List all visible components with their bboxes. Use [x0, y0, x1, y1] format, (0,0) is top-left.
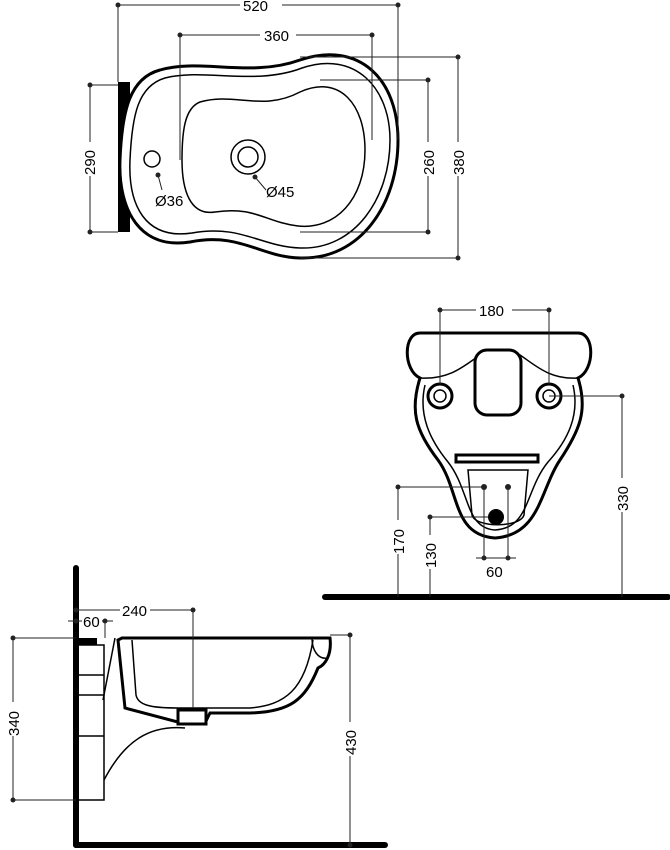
dim-290: 290 [82, 150, 99, 175]
dim-340: 340 [6, 711, 23, 736]
dim-60-side: 60 [83, 614, 100, 631]
dim-330: 330 [615, 486, 632, 511]
hole-45-outer [230, 139, 266, 175]
top-bowl [181, 86, 366, 228]
dim-60-rear: 60 [486, 564, 503, 581]
dim-170: 170 [391, 529, 408, 554]
hole-36-icon [143, 150, 161, 168]
hole-large-label: Ø45 [266, 184, 294, 201]
side-bowl [116, 636, 332, 725]
side-view: 240 60 340 430 [5, 565, 388, 848]
hole-small-label: Ø36 [155, 193, 183, 210]
hole-45-inner [237, 146, 259, 168]
dim-360: 360 [264, 28, 289, 45]
fixing-hole-left [426, 382, 454, 410]
dim-260: 260 [421, 150, 438, 175]
top-view: Ø36 Ø45 520 360 290 260 3 [82, 0, 468, 261]
top-outline [118, 53, 400, 260]
rear-view: 180 330 170 130 60 [322, 302, 670, 600]
top-inner-rim [129, 62, 391, 249]
dim-130: 130 [423, 543, 440, 568]
dim-180: 180 [479, 303, 504, 320]
dim-520: 520 [243, 0, 268, 15]
dim-380: 380 [451, 150, 468, 175]
waste-outlet [488, 509, 504, 525]
dim-430: 430 [343, 730, 360, 755]
rear-spout [473, 348, 523, 417]
dim-240: 240 [122, 603, 147, 620]
